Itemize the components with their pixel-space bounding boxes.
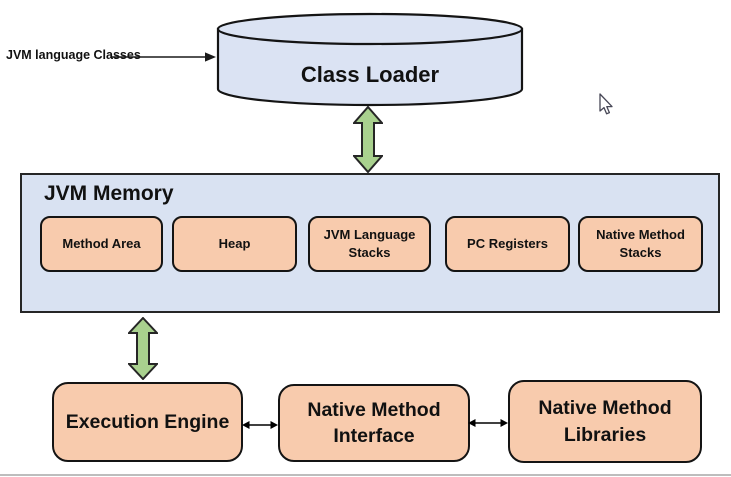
class-loader-cylinder bbox=[216, 12, 524, 107]
bidirectional-arrow-icon bbox=[353, 106, 383, 173]
native-method-libraries-node: Native Method Libraries bbox=[508, 380, 702, 463]
input-classes-label: JVM language Classes bbox=[6, 48, 141, 62]
class-loader-label: Class Loader bbox=[300, 62, 440, 87]
memory-node-heap: Heap bbox=[172, 216, 297, 272]
memory-node-pc-registers: PC Registers bbox=[445, 216, 570, 272]
execution-engine-node: Execution Engine bbox=[52, 382, 243, 462]
mouse-pointer-icon bbox=[599, 93, 613, 115]
jvm-memory-container: JVM Memory Method Area Heap JVM Language… bbox=[20, 173, 720, 313]
bidirectional-arrow-icon bbox=[128, 317, 158, 380]
double-arrow-icon bbox=[468, 419, 508, 427]
bottom-edge-divider bbox=[0, 474, 731, 476]
native-method-interface-node: Native Method Interface bbox=[278, 384, 470, 462]
memory-node-native-method-stacks: Native Method Stacks bbox=[578, 216, 703, 272]
memory-node-jvm-language-stacks: JVM Language Stacks bbox=[308, 216, 431, 272]
right-arrow-icon bbox=[112, 52, 216, 62]
memory-node-method-area: Method Area bbox=[40, 216, 163, 272]
jvm-memory-title: JVM Memory bbox=[44, 182, 174, 205]
double-arrow-icon bbox=[242, 421, 278, 429]
